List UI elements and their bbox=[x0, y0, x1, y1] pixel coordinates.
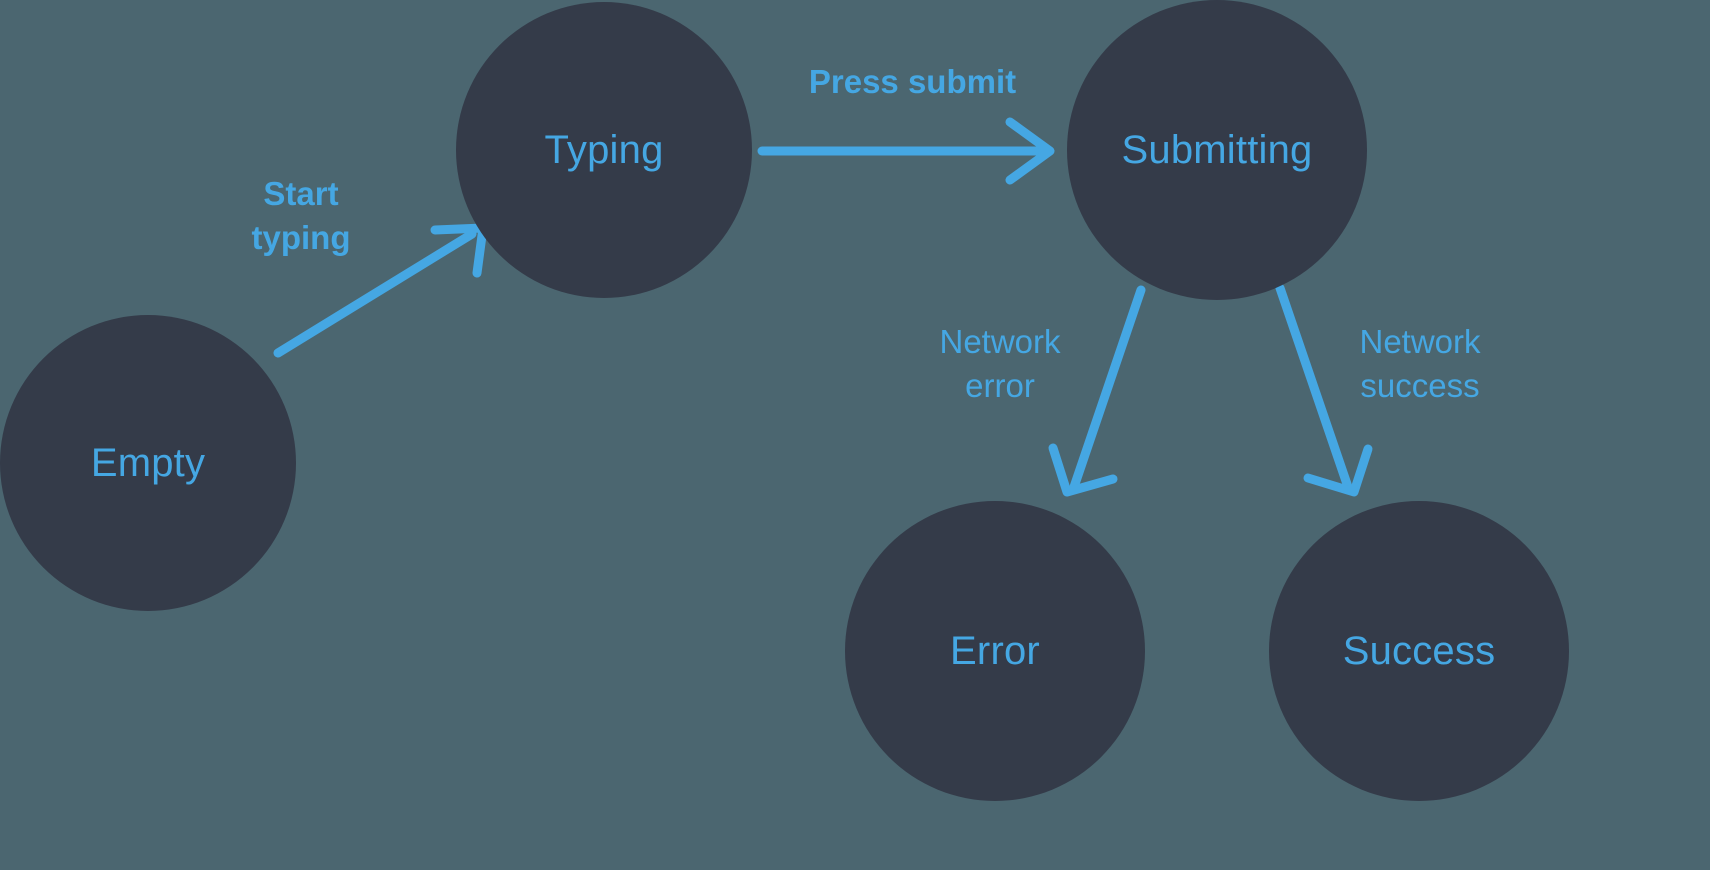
state-node-error[interactable]: Error bbox=[845, 501, 1145, 801]
state-label-empty: Empty bbox=[90, 441, 206, 485]
state-label-success: Success bbox=[1342, 629, 1496, 673]
edge-label-network-success: Network success bbox=[1359, 323, 1481, 404]
state-node-submitting[interactable]: Submitting bbox=[1067, 0, 1367, 300]
edge-press-submit bbox=[757, 117, 1055, 185]
edge-label-press-submit: Press submit bbox=[808, 63, 1017, 100]
state-node-typing[interactable]: Typing bbox=[456, 2, 752, 298]
edge-label-network-error: Network error bbox=[939, 323, 1061, 404]
state-node-success[interactable]: Success bbox=[1269, 501, 1569, 801]
state-label-submitting: Submitting bbox=[1121, 128, 1313, 172]
edge-label-start-typing: Start typing bbox=[251, 175, 351, 256]
state-node-empty[interactable]: Empty bbox=[0, 315, 296, 611]
state-label-error: Error bbox=[950, 629, 1040, 673]
state-label-typing: Typing bbox=[544, 128, 664, 172]
